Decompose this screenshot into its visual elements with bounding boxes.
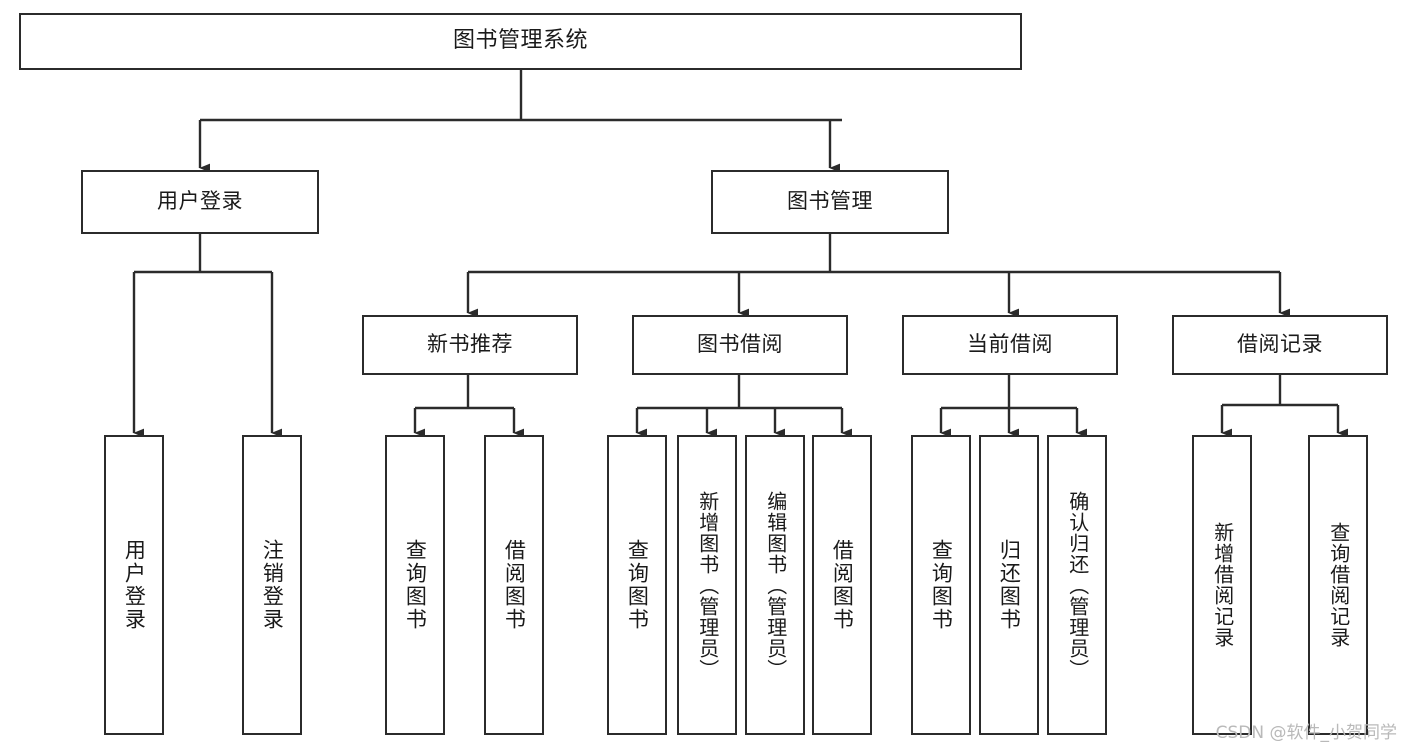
node-leaf-borrow-edit-book[interactable]: 编辑图书（管理员） bbox=[745, 435, 805, 735]
node-current-borrow[interactable]: 当前借阅 bbox=[902, 315, 1118, 375]
node-leaf-new-book-borrow[interactable]: 借阅图书 bbox=[484, 435, 544, 735]
node-label-user-login: 用户登录 bbox=[157, 189, 243, 214]
node-borrow-record[interactable]: 借阅记录 bbox=[1172, 315, 1388, 375]
node-leaf-record-add[interactable]: 新增借阅记录 bbox=[1192, 435, 1252, 735]
node-leaf-current-confirm-return[interactable]: 确认归还（管理员） bbox=[1047, 435, 1107, 735]
node-label-leaf-user-login-1: 用户登录 bbox=[122, 539, 147, 631]
node-label-borrow-record: 借阅记录 bbox=[1237, 332, 1323, 357]
node-label-leaf-current-query: 查询图书 bbox=[929, 539, 954, 631]
node-label-current-borrow: 当前借阅 bbox=[967, 332, 1053, 357]
node-label-book-borrow: 图书借阅 bbox=[697, 332, 783, 357]
node-leaf-current-return[interactable]: 归还图书 bbox=[979, 435, 1039, 735]
node-label-leaf-borrow-query: 查询图书 bbox=[625, 539, 650, 631]
node-user-login[interactable]: 用户登录 bbox=[81, 170, 319, 234]
node-label-leaf-borrow-add-book: 新增图书（管理员） bbox=[695, 490, 720, 680]
node-label-leaf-borrow-edit-book: 编辑图书（管理员） bbox=[763, 490, 788, 680]
node-leaf-borrow-book[interactable]: 借阅图书 bbox=[812, 435, 872, 735]
node-label-leaf-new-book-borrow: 借阅图书 bbox=[502, 539, 527, 631]
node-book-manage[interactable]: 图书管理 bbox=[711, 170, 949, 234]
node-label-leaf-current-confirm-return: 确认归还（管理员） bbox=[1065, 490, 1090, 680]
node-label-leaf-record-query: 查询借阅记录 bbox=[1326, 522, 1351, 648]
node-leaf-logout[interactable]: 注销登录 bbox=[242, 435, 302, 735]
node-leaf-user-login-1[interactable]: 用户登录 bbox=[104, 435, 164, 735]
node-leaf-current-query[interactable]: 查询图书 bbox=[911, 435, 971, 735]
node-label-leaf-logout: 注销登录 bbox=[260, 539, 285, 631]
node-label-book-manage: 图书管理 bbox=[787, 189, 873, 214]
node-label-leaf-borrow-book: 借阅图书 bbox=[830, 539, 855, 631]
node-leaf-new-book-query[interactable]: 查询图书 bbox=[385, 435, 445, 735]
node-new-book-recommend[interactable]: 新书推荐 bbox=[362, 315, 578, 375]
node-leaf-record-query[interactable]: 查询借阅记录 bbox=[1308, 435, 1368, 735]
watermark-text: CSDN @软件_小贺同学 bbox=[1215, 723, 1397, 743]
node-label-root: 图书管理系统 bbox=[452, 28, 588, 54]
node-label-leaf-record-add: 新增借阅记录 bbox=[1210, 522, 1235, 648]
node-label-new-book-recommend: 新书推荐 bbox=[427, 332, 513, 357]
node-root-system[interactable]: 图书管理系统 bbox=[19, 13, 1022, 70]
node-label-leaf-current-return: 归还图书 bbox=[997, 539, 1022, 631]
node-leaf-borrow-add-book[interactable]: 新增图书（管理员） bbox=[677, 435, 737, 735]
node-leaf-borrow-query[interactable]: 查询图书 bbox=[607, 435, 667, 735]
node-book-borrow[interactable]: 图书借阅 bbox=[632, 315, 848, 375]
node-label-leaf-new-book-query: 查询图书 bbox=[403, 539, 428, 631]
